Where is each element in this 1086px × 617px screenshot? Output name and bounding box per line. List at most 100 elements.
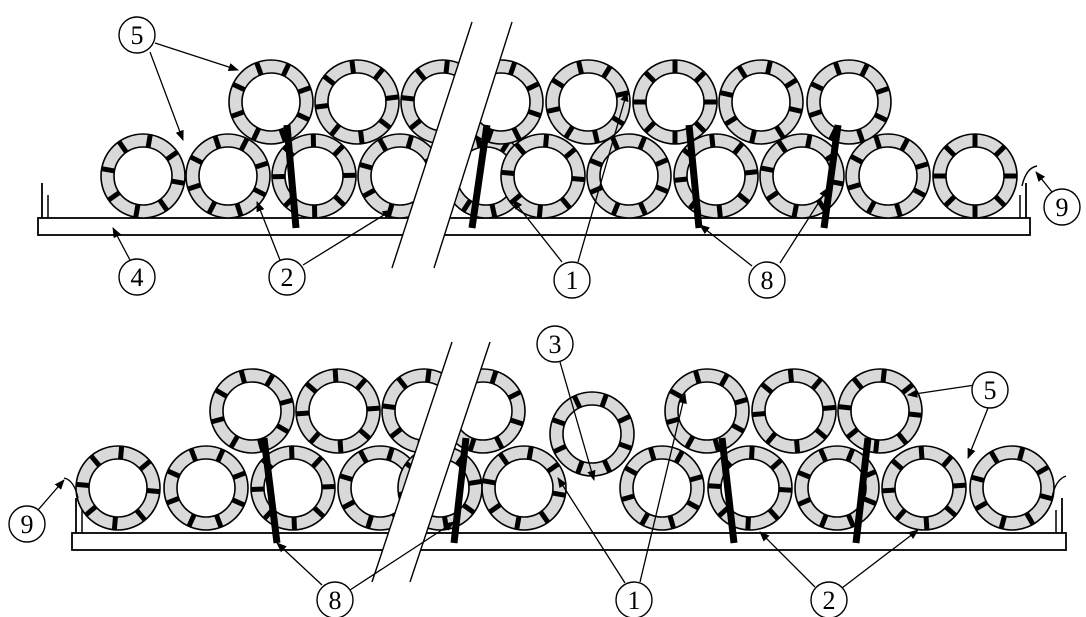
coil-band-mark xyxy=(769,458,783,471)
coil-band-mark xyxy=(138,459,152,472)
coil-band-mark xyxy=(624,465,638,477)
coil-band-mark xyxy=(736,192,751,205)
callout-circle xyxy=(971,371,1009,409)
break-edge-right xyxy=(433,21,513,269)
coil-inner-edge xyxy=(327,72,387,132)
coil-band-mark xyxy=(654,157,669,167)
callout-nine: 9 xyxy=(8,479,65,543)
tray xyxy=(71,498,1067,551)
coil xyxy=(586,133,672,219)
leader-arrow xyxy=(154,42,239,72)
coil-band-mark xyxy=(297,85,312,95)
coil-band-mark xyxy=(822,404,837,411)
coil-band-mark xyxy=(145,134,153,148)
coil-inner-edge xyxy=(558,72,618,132)
coil-outer-edge xyxy=(75,445,161,531)
callout-four: 4 xyxy=(112,227,156,296)
coil-band-mark xyxy=(620,493,635,502)
coil-band-mark xyxy=(546,461,560,474)
coil-band-mark xyxy=(349,60,356,74)
coil-band-mark xyxy=(880,368,887,383)
coil xyxy=(673,133,759,219)
coil-outer-edge xyxy=(209,368,295,454)
coil xyxy=(759,133,845,219)
coil-band-mark xyxy=(107,190,121,203)
coil-band-mark xyxy=(228,434,240,449)
coil xyxy=(75,445,161,531)
coil-band-mark xyxy=(709,133,716,148)
coil-band-mark xyxy=(385,94,399,101)
coil-ring xyxy=(315,60,399,144)
coil-band-mark xyxy=(847,182,861,191)
coil-band-mark xyxy=(749,129,757,144)
coil-ring xyxy=(550,392,634,476)
coil-band-mark xyxy=(238,137,250,152)
break-gap xyxy=(392,22,512,268)
coil-band-mark xyxy=(571,176,586,183)
callout-number: 1 xyxy=(566,266,579,295)
coil-band-mark xyxy=(250,127,262,142)
callout-eight: 8 xyxy=(699,187,829,299)
coil xyxy=(545,59,631,145)
coil xyxy=(806,59,892,145)
coil-band-mark xyxy=(749,445,755,460)
coil-band-mark xyxy=(941,454,954,468)
coil-band-mark xyxy=(552,443,567,455)
coil-band-mark xyxy=(214,514,224,529)
coil-band-mark xyxy=(189,154,204,166)
coil xyxy=(881,445,967,531)
coil-band-mark xyxy=(514,516,522,530)
coil-band-mark xyxy=(214,387,229,399)
leader-arrow xyxy=(1035,171,1053,193)
coil-ring xyxy=(838,369,922,453)
coil-band-mark xyxy=(315,103,329,110)
leader-arrow xyxy=(276,542,323,586)
coil-band-mark xyxy=(551,417,566,427)
coil-outer-edge xyxy=(619,445,705,531)
coil-band-mark xyxy=(637,136,648,151)
callout-number: 8 xyxy=(329,586,342,615)
callout-circle xyxy=(8,505,46,543)
coil-band-mark xyxy=(689,474,704,483)
leader-arrow xyxy=(559,361,596,481)
coil-band-mark xyxy=(400,95,415,102)
coil-band-mark xyxy=(493,435,505,450)
coil-band-mark xyxy=(279,397,294,406)
coil-band-mark xyxy=(810,377,823,391)
coil-inner-edge xyxy=(645,72,705,132)
coil-band-mark xyxy=(808,109,823,119)
coil-outer-edge xyxy=(845,133,931,219)
coil-band-mark xyxy=(993,144,1007,158)
top-coil-stack-section xyxy=(37,21,1038,269)
coil xyxy=(100,133,186,219)
coil-band-mark xyxy=(389,426,403,439)
coil-band-mark xyxy=(358,162,373,171)
coil-band-mark xyxy=(509,417,524,427)
coil-outer-edge xyxy=(228,59,314,145)
coil-ring xyxy=(620,446,704,530)
coil xyxy=(163,445,249,531)
coil-band-mark xyxy=(734,397,749,406)
tie-strap xyxy=(450,437,470,544)
coil-band-mark xyxy=(1017,446,1026,461)
coil-outer-edge xyxy=(837,368,923,454)
coil-band-mark xyxy=(724,115,738,127)
coil-band-mark xyxy=(500,169,515,176)
callout-number: 2 xyxy=(281,263,294,292)
coil-band-mark xyxy=(546,106,561,114)
leader-arrow xyxy=(256,201,281,261)
callout-number: 9 xyxy=(21,510,34,539)
coil-band-mark xyxy=(862,496,877,507)
break-edge-left xyxy=(391,21,473,269)
coil-band-mark xyxy=(275,423,290,435)
coil-band-mark xyxy=(414,67,427,82)
coil-band-mark xyxy=(165,149,179,162)
coil-band-mark xyxy=(358,130,365,144)
coil-outer-edge xyxy=(881,445,967,531)
coil-band-mark xyxy=(133,204,141,218)
coil-band-mark xyxy=(511,126,522,141)
coil-band-mark xyxy=(732,141,745,156)
coil xyxy=(250,445,336,531)
coil xyxy=(707,445,793,531)
